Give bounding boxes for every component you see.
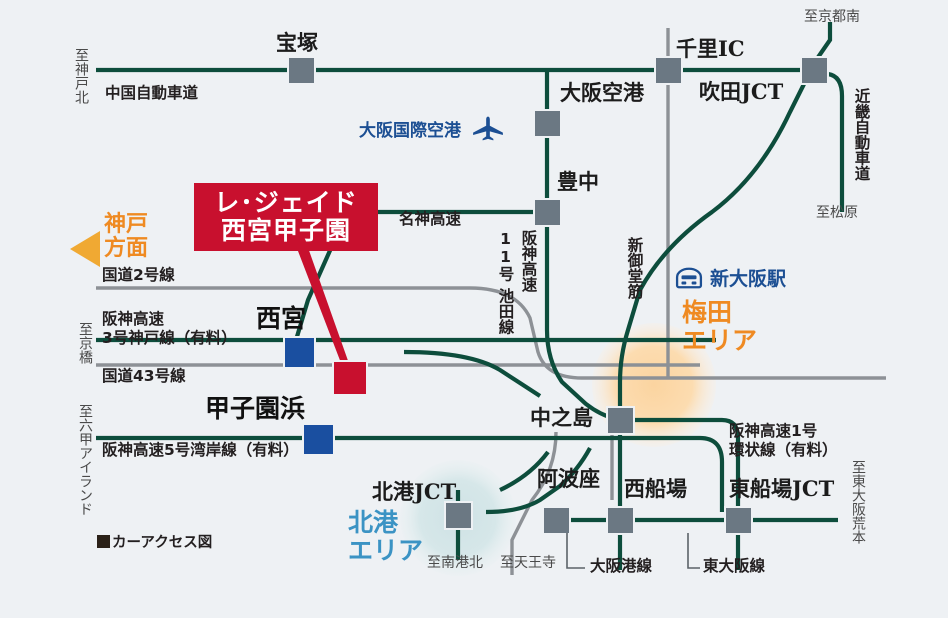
node-osaka-kuko	[533, 109, 562, 138]
shin-osaka-station: 新大阪駅	[674, 264, 786, 291]
road-label-hanshin3-line2: 3号神戸線（有料）	[102, 329, 237, 347]
node-higashisemba-jct	[724, 506, 753, 535]
property-title-box: レ･ジェイド 西宮甲子園	[194, 183, 378, 251]
road-label-hanshin5: 阪神高速5号湾岸線（有料）	[102, 441, 299, 459]
node-label-kitako-jct: 北港JCT	[372, 479, 457, 504]
road-label-hanshin3-line1: 阪神高速	[102, 310, 165, 328]
property-marker	[332, 360, 368, 396]
station-label: 新大阪駅	[710, 268, 787, 290]
umeda-area-line2: エリア	[682, 325, 758, 355]
node-label-koshienhama: 甲子園浜	[205, 394, 306, 423]
kitako-area-line2: エリア	[348, 535, 424, 565]
airport-label: 大阪国際空港	[359, 120, 461, 141]
node-label-suita-jct: 吹田JCT	[699, 79, 784, 104]
node-label-toyonaka: 豊中	[557, 169, 599, 194]
kobe-direction-line1: 神戸	[104, 212, 149, 237]
node-senri-ic	[654, 56, 683, 85]
node-takarazuka	[287, 56, 316, 85]
node-label-nishisemba: 西船場	[624, 476, 687, 501]
road-label-route43: 国道43号線	[102, 367, 186, 385]
direction-label-to-rokko-island: 至六甲アイランド	[77, 404, 93, 516]
kobe-direction-line2: 方面	[104, 236, 149, 262]
node-toyonaka	[533, 198, 562, 227]
road-label-kinki: 近畿自動車道	[852, 88, 871, 181]
umeda-area-label: 梅田 エリア	[682, 300, 757, 353]
node-kitako-jct	[444, 501, 473, 530]
node-awaza	[542, 506, 571, 535]
node-nishinomiya	[283, 336, 316, 369]
shinkansen-icon	[675, 267, 703, 288]
airplane-icon	[473, 116, 503, 141]
leader-lines	[566, 533, 700, 569]
node-nakanoshima	[606, 406, 635, 435]
road-label-hanshin11-ikeda: 池田線	[496, 288, 515, 335]
expressways	[96, 22, 845, 570]
road-label-meishin: 名神高速	[399, 210, 462, 228]
node-label-nishinomiya: 西宮	[256, 304, 307, 333]
legend-swatch-icon	[97, 535, 110, 548]
road-label-hanshin11-number: 11号	[496, 230, 515, 282]
umeda-area-line1: 梅田	[682, 298, 733, 327]
osaka-international-airport: 大阪国際空港	[359, 115, 505, 141]
property-title-line1: レ･ジェイド	[214, 188, 358, 217]
road-label-hanshin11-name: 阪神高速	[519, 230, 538, 292]
direction-label-to-kyoto-minami: 至京都南	[804, 9, 860, 25]
kitako-area-line1: 北港	[348, 508, 399, 537]
road-label-shinmidosuji: 新御堂筋	[625, 237, 644, 299]
direction-label-to-kobe-kita: 至神戸北	[73, 48, 89, 104]
interchange-nodes	[283, 56, 829, 535]
node-suita-jct	[800, 56, 829, 85]
direction-label-to-nanko-kita: 至南港北	[427, 555, 483, 571]
direction-label-to-kyobashi: 至京橋	[77, 322, 93, 364]
property-title-line2: 西宮甲子園	[220, 216, 351, 245]
road-label-chugoku: 中国自動車道	[105, 84, 199, 102]
node-label-awaza: 阿波座	[537, 466, 600, 491]
legend-label: カーアクセス図	[112, 535, 213, 551]
node-koshienhama	[302, 423, 335, 456]
kobe-direction-label: 神戸 方面	[104, 212, 149, 262]
legend: カーアクセス図	[97, 531, 212, 552]
kobe-direction-arrow-icon	[70, 231, 100, 267]
road-label-hanshin1-line1: 阪神高速1号	[729, 422, 818, 440]
node-label-senri-ic: 千里IC	[676, 36, 745, 61]
kitako-area-label: 北港 エリア	[348, 510, 423, 563]
node-label-nakanoshima: 中之島	[530, 405, 593, 430]
road-label-hanshin1-line2: 環状線（有料）	[729, 441, 838, 459]
node-nishisemba	[606, 506, 635, 535]
road-label-route2: 国道2号線	[102, 266, 175, 284]
property-pointer	[288, 225, 352, 376]
node-label-takarazuka: 宝塚	[276, 30, 318, 55]
road-label-higashiosaka-sen: 東大阪線	[703, 557, 766, 575]
direction-label-to-higashiosaka-aramoto: 至東大阪荒本	[850, 460, 866, 544]
direction-label-to-tennoji: 至天王寺	[500, 555, 556, 571]
node-label-osaka-kuko: 大阪空港	[560, 80, 644, 105]
general-roads	[96, 28, 886, 575]
node-label-higashisemba-jct: 東船場JCT	[729, 476, 835, 501]
road-label-osakako-sen: 大阪港線	[590, 557, 653, 575]
direction-label-to-matsubara: 至松原	[816, 205, 858, 221]
